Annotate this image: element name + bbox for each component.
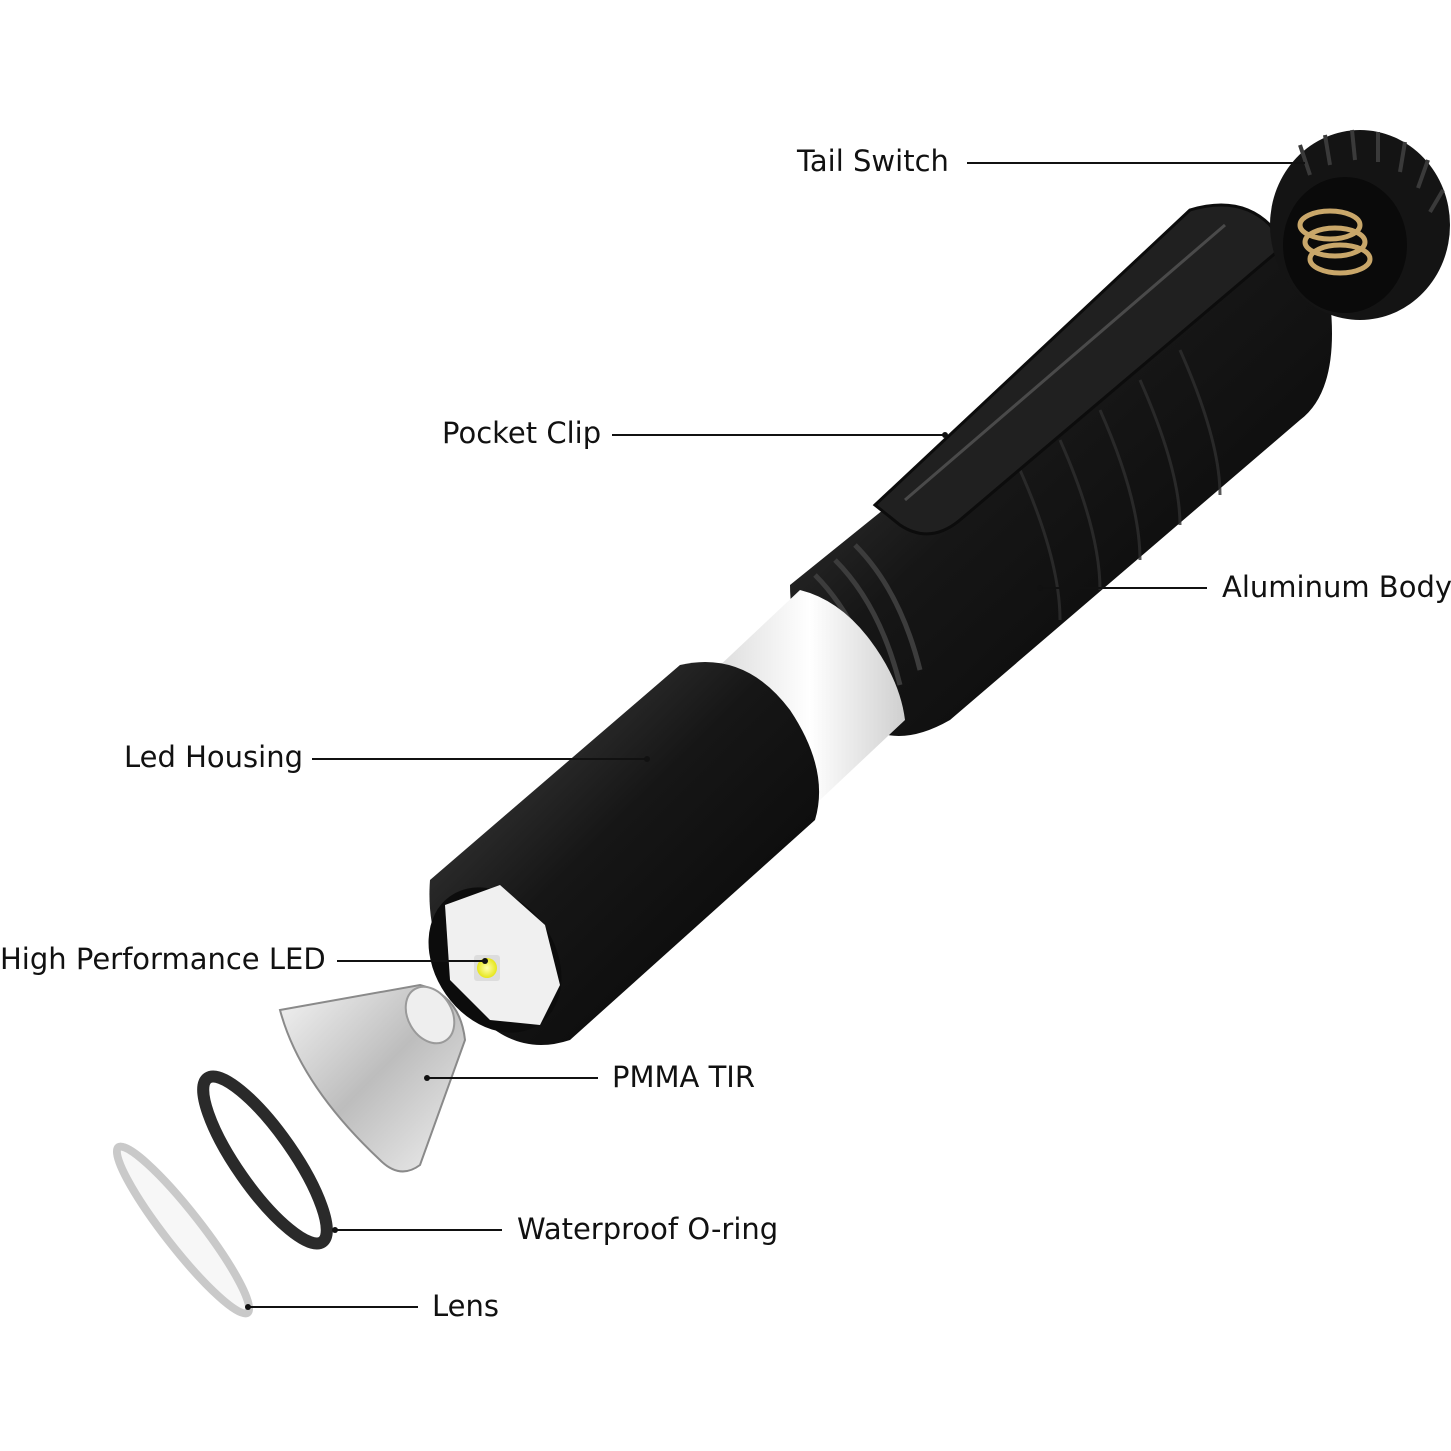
leader-lines xyxy=(248,162,1305,1308)
lens xyxy=(112,1142,254,1318)
pmma-tir-optic xyxy=(278,983,467,1173)
label-lens: Lens xyxy=(432,1289,499,1323)
label-high-performance-led: High Performance LED xyxy=(0,942,326,976)
battery xyxy=(715,590,905,800)
spring-icon xyxy=(1297,208,1373,276)
leader-dots xyxy=(245,432,1043,1310)
aluminum-body xyxy=(790,226,1332,736)
label-pmma-tir: PMMA TIR xyxy=(612,1060,756,1094)
tail-switch xyxy=(1270,129,1450,320)
label-led-housing: Led Housing xyxy=(124,740,303,774)
label-tail-switch: Tail Switch xyxy=(797,144,949,178)
label-waterproof-oring: Waterproof O-ring xyxy=(517,1212,779,1246)
label-aluminum-body: Aluminum Body xyxy=(1222,570,1451,604)
tail-knurling xyxy=(1298,129,1445,214)
label-pocket-clip: Pocket Clip xyxy=(442,416,602,450)
led-housing xyxy=(428,662,820,1045)
waterproof-oring xyxy=(197,1070,333,1250)
grip-rings xyxy=(1018,349,1222,621)
